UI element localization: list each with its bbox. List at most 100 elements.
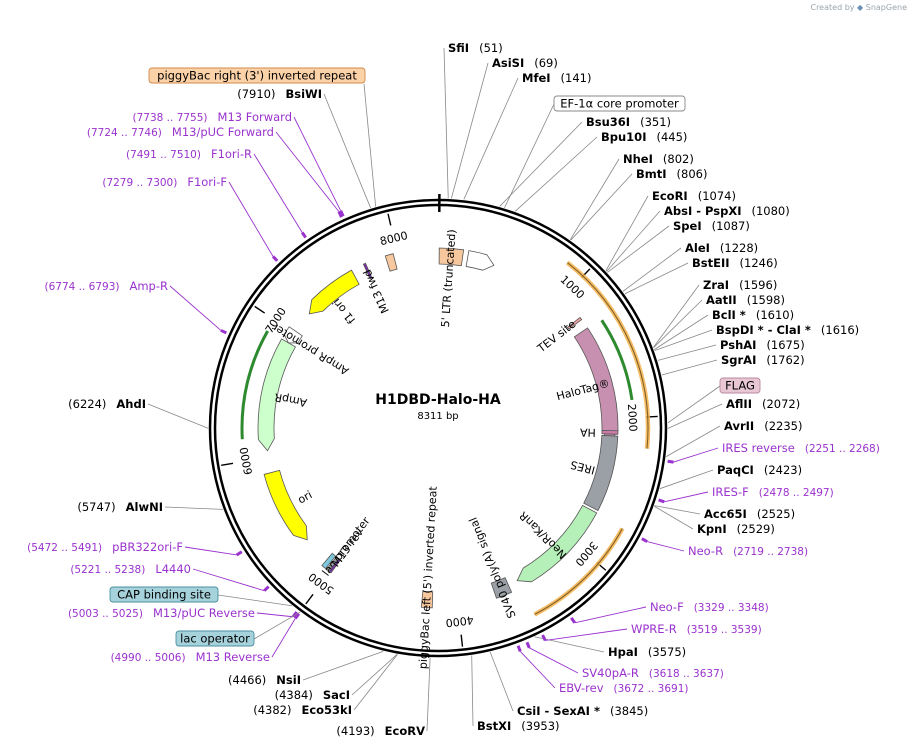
site-label-paqci: PaqCI(2423) [717, 463, 802, 477]
created-by-text: Created by [810, 3, 855, 12]
leader-bstxi [471, 655, 474, 727]
boxed-leader-ef-1-core-promoter [504, 103, 555, 208]
primer-leader-f1ori-r [253, 153, 303, 233]
site-label-bpu10i: Bpu10I(445) [601, 130, 687, 144]
leader-acc65i [654, 505, 701, 515]
feature-tag-box-lac-operator [175, 630, 255, 647]
leader-ecori [605, 195, 649, 271]
leader-bsu36i [499, 121, 583, 207]
primer-mark-neo-f [570, 617, 576, 624]
primer-mark-ebv-rev [516, 645, 522, 652]
feature-label-ires: IRES [569, 458, 596, 477]
feature-tag-cap-binding-site: CAP binding site [117, 588, 211, 602]
feature-label-5-ltr-truncated: 5' LTR (truncated) [439, 229, 459, 328]
site-label-nsii: (4466)NsiI [228, 673, 301, 687]
feature-tag-box-flag [719, 377, 761, 394]
feature-piggybac-left-5-inverted-repeat [420, 590, 434, 609]
site-label-asisi: AsiSI(69) [492, 56, 558, 70]
primer-label-l4440: (5221 .. 5238)L4440 [70, 562, 191, 576]
feature-arrows: 5' LTR (truncated)TEV siteHaloTag®HAIRES… [257, 229, 619, 669]
leader-alei [622, 247, 682, 292]
primer-leader-m13-forward [293, 116, 342, 211]
tick-mark-7000 [254, 305, 266, 314]
site-label-bstxi: BstXI(3953) [477, 719, 560, 733]
leader-absi-pspxi [606, 210, 661, 272]
primer-leader-m13-reverse [271, 618, 296, 658]
primer-mark-l4440 [263, 585, 270, 592]
site-label-acc65i: Acc65I(2525) [704, 507, 795, 521]
tick-label-4000: 4000 [445, 613, 474, 629]
leader-lines [147, 47, 723, 732]
primer-label-m13-reverse: (4990 .. 5006)M13 Reverse [111, 650, 270, 664]
feature-ori [263, 469, 308, 541]
leader-mfei [463, 77, 519, 200]
primer-leader-l4440 [192, 568, 265, 592]
tick-mark-5000 [305, 593, 314, 605]
leader-aatii [653, 299, 703, 348]
primer-leader-m13-puc-forward [275, 131, 340, 212]
site-label-bsu36i: Bsu36I(351) [586, 115, 671, 129]
primer-leader-sv40pa-r [529, 647, 579, 674]
primer-label-neo-r: Neo-R(2719 .. 2738) [688, 544, 808, 558]
site-label-sfii: SfiI(51) [448, 41, 503, 55]
feature-ampr-promoter [283, 326, 303, 344]
primer-mark-ires-reverse [667, 459, 674, 464]
primer-leader-f1ori-f [228, 181, 274, 257]
feature-tag-piggybac-right-3-inverted-repeat: piggyBac right (3') inverted repeat [157, 69, 357, 83]
orf-arcs [240, 260, 651, 617]
primer-label-ebv-rev: EBV-rev(3672 .. 3691) [559, 681, 689, 695]
boxed-leader-cap-binding-site [217, 594, 293, 607]
site-label-ecorv: (4193)EcoRV [336, 724, 425, 738]
site-label-bcli: BclI *(1610) [712, 308, 794, 322]
site-labels: SfiI(51)AsiSI(69)MfeI(141)Bsu36I(351)Bpu… [27, 41, 880, 738]
feature-neor-kanr [516, 504, 598, 583]
primer-mark-m13-forward [339, 210, 345, 217]
primer-leader-amp-r [169, 285, 222, 331]
snapgene-branding: Created by ◆ SnapGene [810, 3, 907, 12]
feature-sv40-poly-a-signal [490, 577, 513, 599]
leader-alwni [164, 506, 223, 510]
leader-bsteii [624, 262, 689, 295]
feature-piggybac-right-3-inverted-repeat [384, 253, 398, 272]
leader-bsiwi [323, 93, 372, 209]
leader-zrai [653, 284, 700, 348]
leader-eco53ki [353, 654, 398, 711]
leader-bspdi-clai [654, 329, 713, 352]
primer-mark-pbr322ori-f [235, 550, 243, 557]
primer-leader-pbr322ori-f [184, 546, 237, 556]
primer-label-ires-reverse: IRES reverse(2251 .. 2268) [722, 441, 880, 455]
primer-label-m13-puc-forward: (7724 .. 7746)M13/pUC Forward [87, 125, 274, 139]
leader-sgrai [661, 359, 718, 376]
primer-label-wpre-r: WPRE-R(3519 .. 3539) [631, 622, 762, 636]
primer-leader-ires-reverse [673, 447, 719, 463]
leader-spei [607, 225, 670, 273]
snapgene-product: SnapGene [865, 3, 907, 12]
primer-mark-wpre-r [541, 634, 547, 642]
feature-tev-site [566, 316, 583, 330]
feature-label-neor-kanr: NeoR/KanR [516, 509, 569, 562]
feature-label-m13-fwd: M13 fwd [361, 267, 392, 315]
feature-5-ltr-truncated [438, 247, 465, 267]
leader-csii-sexai [489, 651, 514, 712]
primer-mark-f1ori-r [300, 231, 307, 239]
primer-label-sv40pa-r: SV40pA-R(3618 .. 3637) [582, 666, 724, 680]
feature-ires [583, 435, 619, 512]
site-label-csii-sexai: CsiI - SexAI *(3845) [517, 704, 648, 718]
feature-tag-box-ef-1-core-promoter [553, 95, 686, 112]
site-label-saci: (4384)SacI [275, 688, 350, 702]
feature-label-ha: HA [579, 426, 596, 439]
primer-label-f1ori-f: (7279 .. 7300)F1ori-F [102, 175, 227, 189]
site-label-aatii: AatII(1598) [706, 293, 785, 307]
leader-paqci [659, 469, 714, 490]
leader-asisi [450, 62, 489, 199]
site-label-ecori: EcoRI(1074) [652, 189, 736, 203]
leader-sfii [443, 47, 449, 199]
primer-leader-wpre-r [545, 628, 628, 641]
primer-label-neo-f: Neo-F(3329 .. 3348) [650, 600, 769, 614]
leader-saci [351, 654, 398, 696]
tick-mark-4000 [460, 634, 464, 647]
feature-label-ori: ori [296, 488, 315, 506]
boxed-leader-lac-operator [253, 611, 301, 640]
primer-label-m13-puc-reverse: (5003 .. 5025)M13/pUC Reverse [68, 606, 255, 620]
